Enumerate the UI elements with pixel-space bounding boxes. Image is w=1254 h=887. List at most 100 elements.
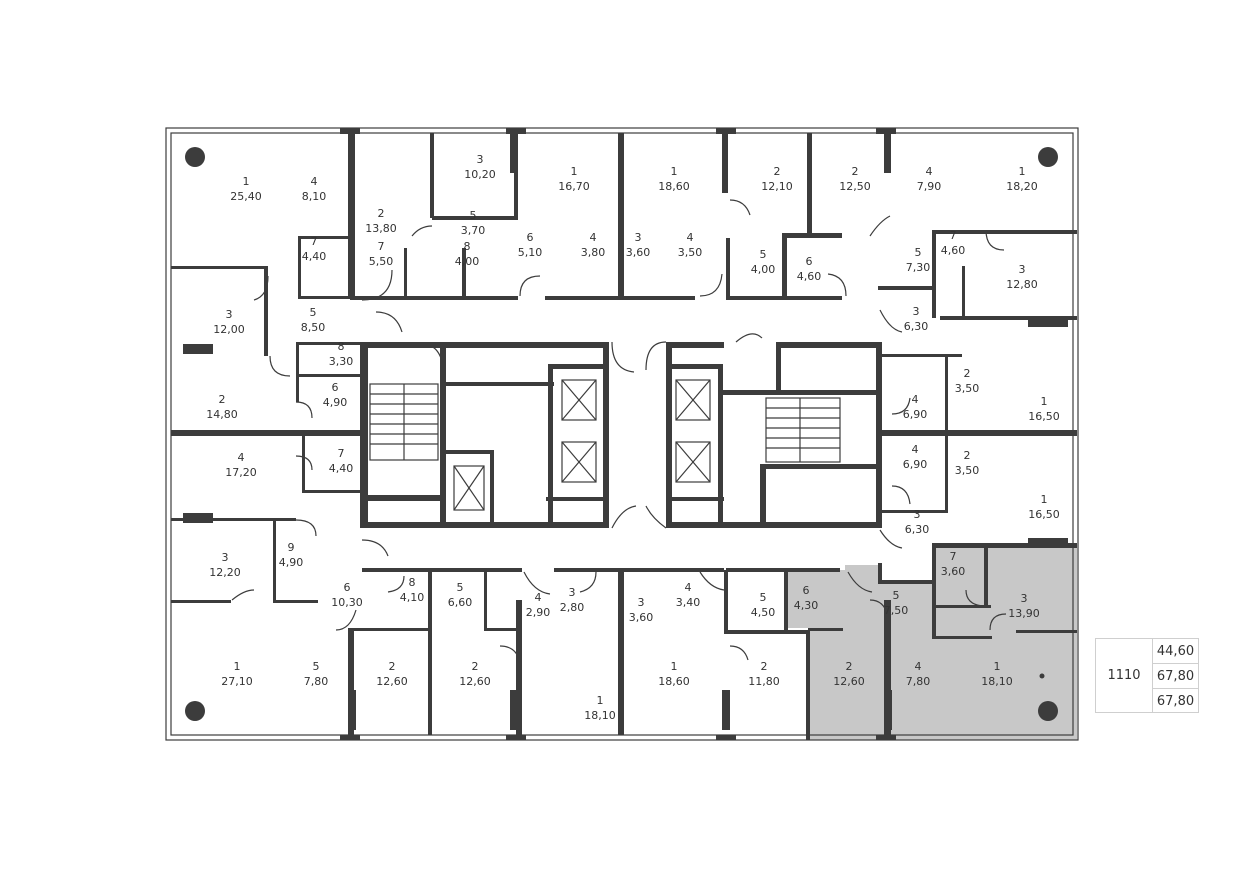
legend-value-3: 67,80 (1156, 693, 1195, 709)
room-label-r-hl-1: 118,10 (981, 660, 1013, 688)
room-label-r-e-2: 212,10 (761, 165, 793, 193)
room-label-r-e2-2: 23,50 (955, 449, 980, 477)
room-area: 8,10 (302, 190, 327, 203)
room-area: 13,80 (365, 222, 397, 235)
room-number: 1 (243, 175, 250, 188)
room-number: 1 (1041, 395, 1048, 408)
room-area: 27,10 (221, 675, 253, 688)
room-label-r-e2-3: 36,30 (905, 508, 930, 536)
apartment-legend: 1110 44,60 67,80 67,80 (1095, 638, 1199, 713)
room-label-r-e1-2: 23,50 (955, 367, 980, 395)
room-label-r-hl-4: 47,80 (906, 660, 931, 688)
room-label-r-w-6: 64,90 (323, 381, 348, 409)
room-number: 2 (472, 660, 479, 673)
room-area: 4,40 (302, 250, 327, 263)
room-label-r-nw-4: 48,10 (302, 175, 327, 203)
room-area: 11,80 (748, 675, 780, 688)
room-area: 3,50 (678, 246, 703, 259)
room-label-r-g-4: 47,90 (917, 165, 942, 193)
room-number: 3 (635, 231, 642, 244)
highlighted-apartment[interactable] (786, 547, 1077, 740)
room-label-r-nw-1: 125,40 (230, 175, 262, 203)
door-swings (231, 199, 1007, 663)
room-area: 16,50 (1028, 508, 1060, 521)
room-label-r-s2-2: 212,60 (459, 660, 491, 688)
room-area: 12,50 (839, 180, 871, 193)
room-label-r-c-6: 65,10 (518, 231, 543, 259)
room-label-r-e-5: 54,00 (751, 248, 776, 276)
room-number: 1 (671, 660, 678, 673)
room-label-r-s2-4: 42,90 (526, 591, 551, 619)
room-label-r-f-2: 212,50 (839, 165, 871, 193)
room-label-r-hl-5: 57,50 (884, 589, 909, 617)
room-area: 18,10 (584, 709, 616, 722)
room-area: 3,30 (329, 355, 354, 368)
room-label-r-s4-1: 118,60 (658, 660, 690, 688)
room-area: 3,60 (941, 565, 966, 578)
room-number: 2 (219, 393, 226, 406)
room-label-r-d-3: 33,60 (626, 231, 651, 259)
room-number: 2 (774, 165, 781, 178)
room-number: 8 (409, 576, 416, 589)
room-area: 6,30 (905, 523, 930, 536)
room-number: 5 (760, 591, 767, 604)
room-area: 3,70 (461, 224, 486, 237)
room-area: 3,50 (955, 464, 980, 477)
room-area: 18,20 (1006, 180, 1038, 193)
room-label-r-b-8: 84,00 (455, 240, 480, 268)
room-number: 3 (914, 508, 921, 521)
room-number: 1 (1019, 165, 1026, 178)
room-label-r-a-2: 213,80 (365, 207, 397, 235)
room-area: 6,90 (903, 408, 928, 421)
room-number: 4 (311, 175, 318, 188)
room-number: 1 (234, 660, 241, 673)
room-label-r-w2-4: 417,20 (225, 451, 257, 479)
room-number: 3 (1019, 263, 1026, 276)
room-number: 1 (597, 694, 604, 707)
room-label-r-w-5: 58,50 (301, 306, 326, 334)
room-label-r-d-1: 118,60 (658, 165, 690, 193)
room-label-r-w-3: 312,00 (213, 308, 245, 336)
room-label-r-c-1: 116,70 (558, 165, 590, 193)
room-area: 13,90 (1008, 607, 1040, 620)
staircase-west (369, 383, 439, 461)
room-number: 3 (913, 305, 920, 318)
room-label-r-g-1: 118,20 (1006, 165, 1038, 193)
room-label-r-a-7: 75,50 (369, 240, 394, 268)
room-label-r-e1-4: 46,90 (903, 393, 928, 421)
room-number: 4 (912, 393, 919, 406)
room-area: 18,60 (658, 675, 690, 688)
room-label-r-b-3: 310,20 (464, 153, 496, 181)
room-label-r-w-2: 214,80 (206, 393, 238, 421)
room-label-r-g-7: 74,60 (941, 229, 966, 257)
room-area: 12,60 (459, 675, 491, 688)
room-area: 14,80 (206, 408, 238, 421)
room-area: 4,90 (323, 396, 348, 409)
room-area: 5,50 (369, 255, 394, 268)
room-number: 2 (852, 165, 859, 178)
room-area: 2,80 (560, 601, 585, 614)
room-number: 3 (638, 596, 645, 609)
room-area: 12,60 (833, 675, 865, 688)
room-number: 4 (912, 443, 919, 456)
room-label-r-w-8: 83,30 (329, 340, 354, 368)
room-area: 12,20 (209, 566, 241, 579)
room-number: 6 (344, 581, 351, 594)
room-area: 4,90 (279, 556, 304, 569)
room-label-r-b-5: 53,70 (461, 209, 486, 237)
room-number: 1 (571, 165, 578, 178)
apartment-marker (1039, 673, 1045, 679)
room-label-r-sw-3: 312,20 (209, 551, 241, 579)
room-area: 12,80 (1006, 278, 1038, 291)
room-number: 1 (671, 165, 678, 178)
room-number: 5 (470, 209, 477, 222)
legend-value-1: 44,60 (1152, 639, 1199, 664)
room-area: 4,50 (751, 606, 776, 619)
room-number: 3 (1021, 592, 1028, 605)
room-area: 12,00 (213, 323, 245, 336)
room-area: 4,00 (455, 255, 480, 268)
room-label-r-sw-9: 94,90 (279, 541, 304, 569)
room-number: 2 (761, 660, 768, 673)
room-number: 4 (915, 660, 922, 673)
room-label-r-w2-7: 74,40 (329, 447, 354, 475)
